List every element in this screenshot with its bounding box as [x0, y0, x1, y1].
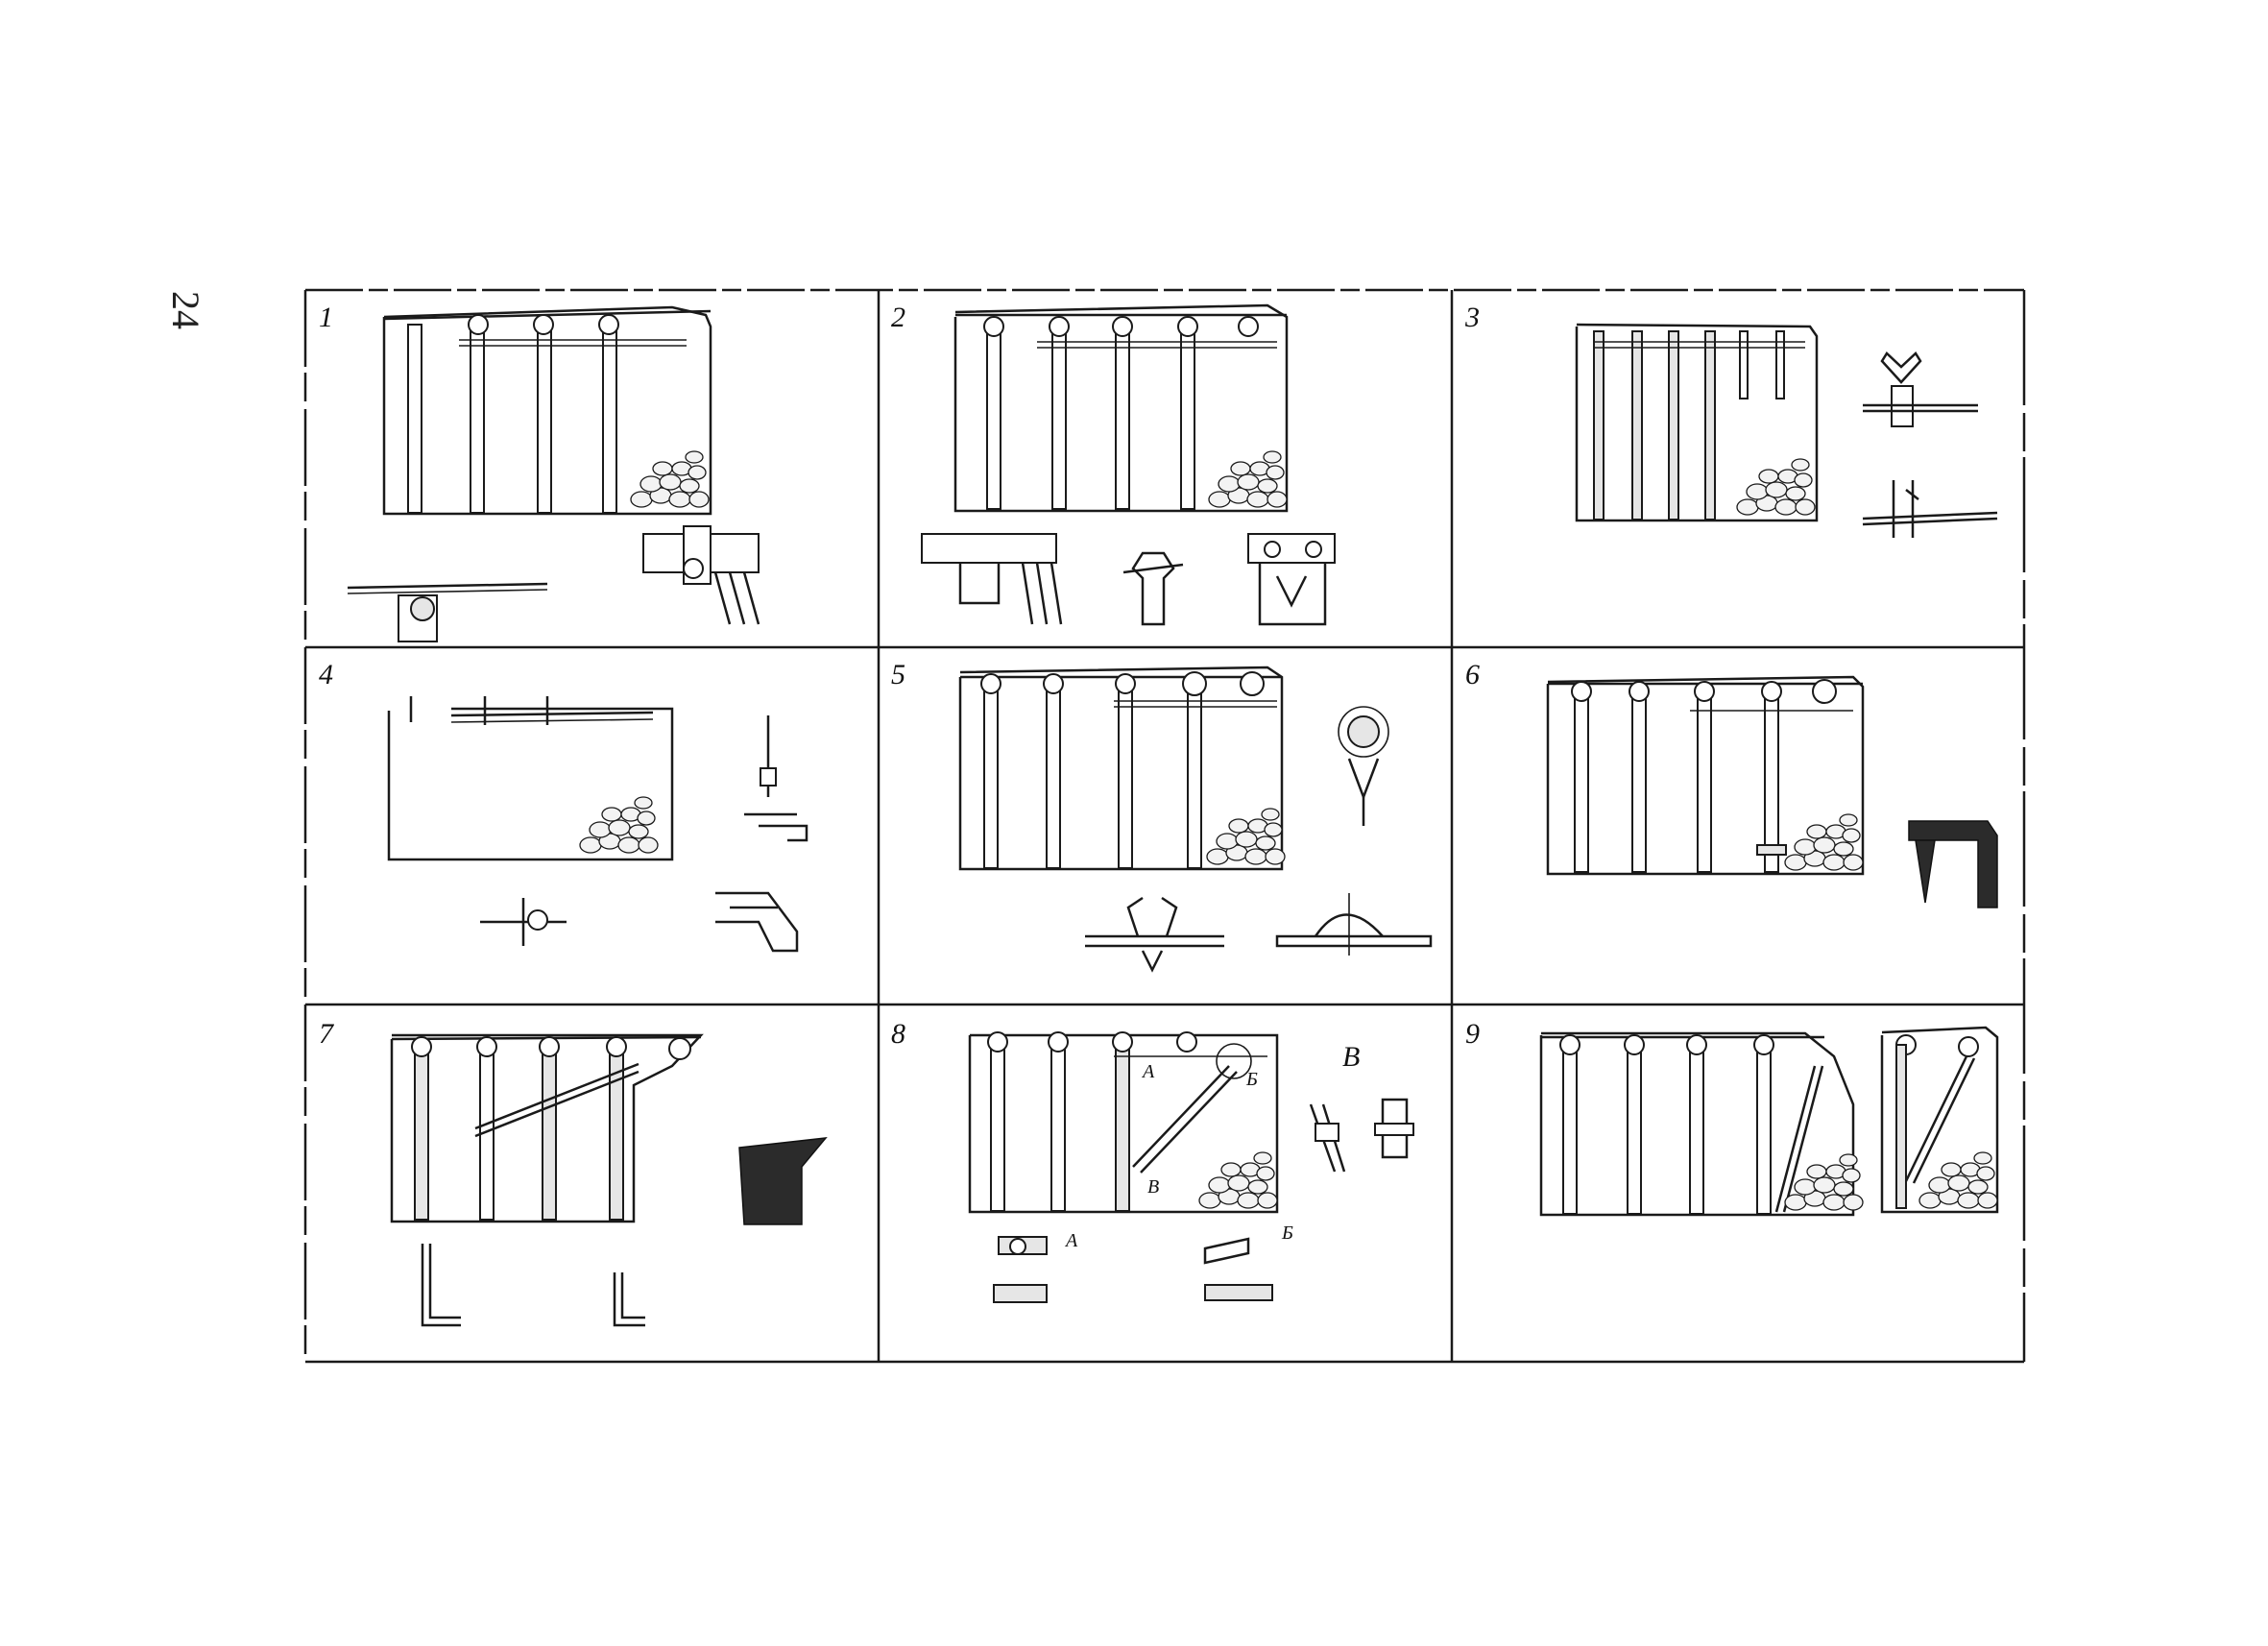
panel-5-drawing: [958, 666, 1433, 973]
detail-label-a-top: А: [1141, 1061, 1155, 1082]
panel-3-drawing: [1575, 323, 1998, 538]
panel-label-8: 8: [891, 1018, 905, 1050]
panel-label-7: 7: [319, 1018, 335, 1050]
panel-label-4: 4: [319, 659, 333, 690]
panel-9-drawing: [1539, 1026, 1999, 1217]
detail-label-v-right: В: [1342, 1041, 1360, 1073]
panel-label-3: 3: [1464, 302, 1480, 333]
panel-2-drawing: [921, 303, 1336, 626]
detail-label-a-bottom: А: [1064, 1230, 1078, 1251]
panel-7-drawing: [390, 1033, 828, 1327]
panel-label-2: 2: [891, 302, 905, 333]
panel-label-5: 5: [891, 659, 905, 690]
panel-4-drawing: [387, 696, 808, 953]
panel-label-6: 6: [1465, 659, 1480, 690]
detail-label-v-bottom: В: [1147, 1176, 1159, 1198]
detail-label-b-bottom: Б: [1281, 1222, 1293, 1244]
detail-label-b-top: Б: [1245, 1069, 1258, 1090]
panel-label-1: 1: [319, 302, 333, 333]
panel-grid: [303, 288, 2026, 1364]
panel-label-9: 9: [1465, 1018, 1480, 1050]
panel-6-drawing: [1546, 675, 1998, 908]
panel-8-drawing: А Б В В А Б: [968, 1031, 1414, 1303]
panel-1-drawing: [347, 305, 760, 642]
